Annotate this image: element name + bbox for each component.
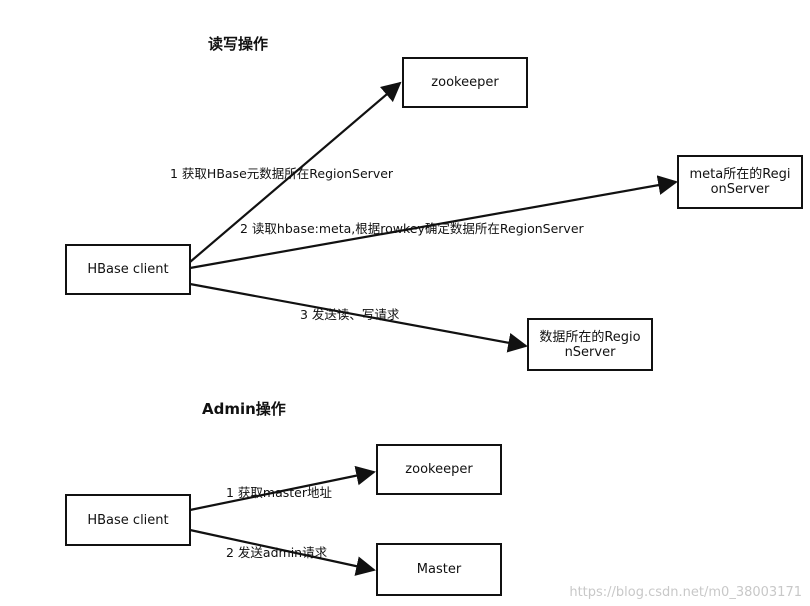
admin-step1-label: 1 获取master地址	[226, 485, 333, 500]
rw-zookeeper-box: zookeeper	[402, 57, 528, 108]
master-box: Master	[376, 543, 502, 596]
admin-step2-label: 2 发送admin请求	[226, 545, 328, 560]
admin-hbase-client-box: HBase client	[65, 494, 191, 546]
data-regionserver-label-line2: nServer	[564, 344, 616, 360]
watermark-text: https://blog.csdn.net/m0_38003171	[569, 585, 802, 600]
meta-regionserver-box: meta所在的Regi onServer	[677, 155, 803, 209]
admin-zookeeper-label: zookeeper	[405, 462, 473, 477]
admin-title: Admin操作	[202, 400, 286, 418]
rw-hbase-client-box: HBase client	[65, 244, 191, 295]
arrow-rw-to-meta	[189, 175, 678, 270]
rw-step2-label: 2 读取hbase:meta,根据rowkey确定数据所在RegionServe…	[240, 221, 584, 236]
read-write-title: 读写操作	[208, 35, 269, 53]
meta-regionserver-label-line1: meta所在的Regi	[689, 167, 791, 182]
rw-zookeeper-label: zookeeper	[431, 75, 499, 90]
arrow-admin-to-master	[189, 528, 376, 576]
admin-hbase-client-label: HBase client	[87, 512, 169, 528]
arrow-rw-to-data	[189, 282, 528, 353]
admin-zookeeper-box: zookeeper	[376, 444, 502, 495]
data-regionserver-box: 数据所在的Regio nServer	[527, 318, 653, 371]
master-label: Master	[416, 562, 462, 577]
data-regionserver-label-line1: 数据所在的Regio	[539, 329, 641, 345]
arrow-rw-to-zookeeper	[189, 81, 402, 263]
rw-hbase-client-label: HBase client	[87, 262, 169, 277]
arrow-admin-to-zookeeper	[189, 465, 376, 512]
rw-step3-label: 3 发送读、写请求	[300, 307, 400, 322]
meta-regionserver-label-line2: onServer	[710, 182, 770, 197]
rw-step1-label: 1 获取HBase元数据所在RegionServer	[170, 166, 394, 181]
